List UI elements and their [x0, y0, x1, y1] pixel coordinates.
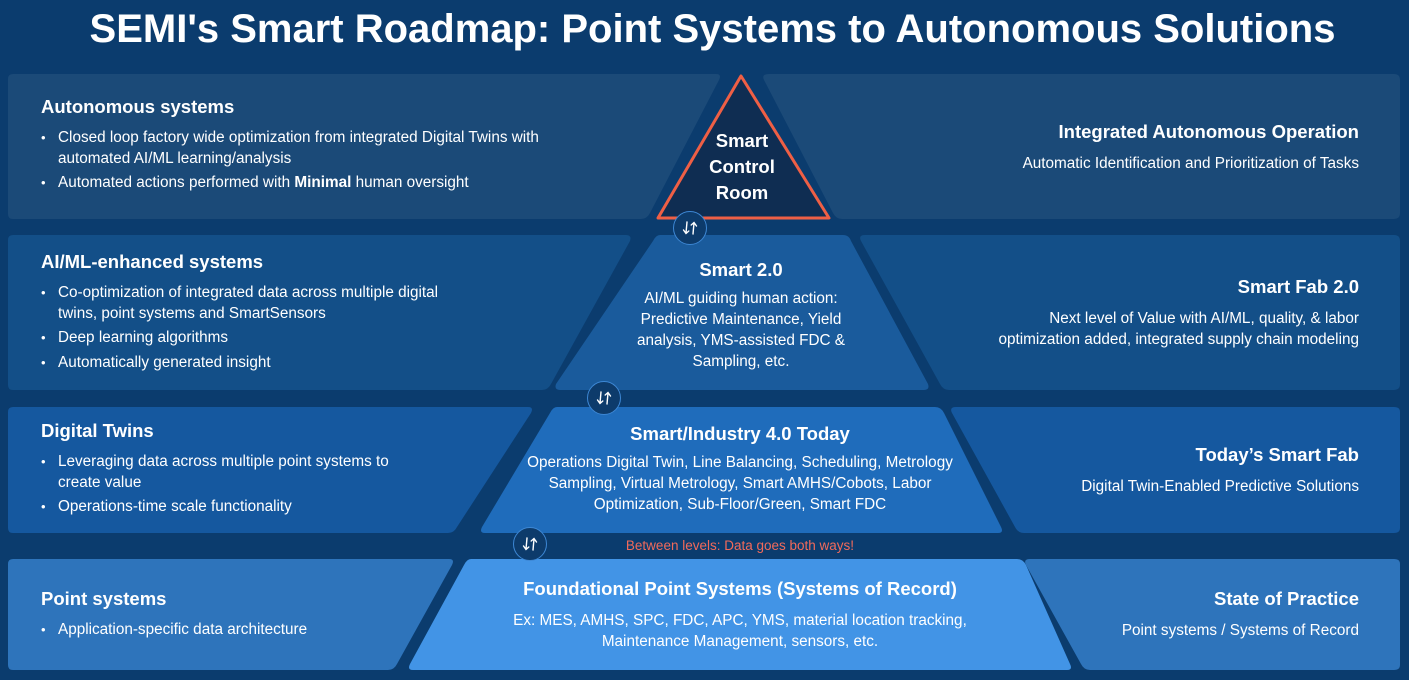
- data-flow-connector-3: [513, 527, 547, 561]
- level1-left-content: Autonomous systems Closed loop factory w…: [41, 96, 611, 198]
- level1-right-panel: [763, 74, 1400, 219]
- data-flow-note: Between levels: Data goes both ways!: [625, 538, 855, 553]
- level1-right-text: Automatic Identification and Prioritizat…: [1022, 155, 1359, 172]
- level2-center-text: AI/ML guiding human action: Predictive M…: [637, 290, 845, 370]
- level3-right-content: Today’s Smart Fab Digital Twin-Enabled P…: [1040, 444, 1359, 497]
- bidirectional-arrows-icon: [596, 391, 612, 405]
- level2-left-heading: AI/ML-enhanced systems: [41, 251, 264, 272]
- level4-center-heading: Foundational Point Systems (Systems of R…: [523, 578, 957, 599]
- level3-bullet: Operations-time scale functionality: [41, 497, 421, 518]
- level3-center-panel: [481, 407, 1002, 533]
- level3-right-heading: Today’s Smart Fab: [1195, 444, 1359, 465]
- level4-bullets: Application-specific data architecture: [41, 620, 381, 641]
- level3-center-text: Operations Digital Twin, Line Balancing,…: [527, 454, 953, 513]
- level4-center-content: Foundational Point Systems (Systems of R…: [480, 578, 1000, 652]
- level2-bullets: Co-optimization of integrated data acros…: [41, 283, 481, 373]
- level1-bullet: Automated actions performed with Minimal…: [41, 173, 611, 194]
- smart-control-room-triangle: [656, 74, 831, 220]
- level3-center-content: Smart/Industry 4.0 Today Operations Digi…: [510, 423, 970, 515]
- level2-bullet: Deep learning algorithms: [41, 328, 481, 349]
- data-flow-connector-1: [673, 211, 707, 245]
- level4-center-panel: [409, 559, 1071, 670]
- level2-center-heading: Smart 2.0: [699, 259, 783, 280]
- bidirectional-arrows-icon: [522, 537, 538, 551]
- level4-right-panel: [1025, 559, 1400, 670]
- apex-line-3: Room: [715, 182, 769, 203]
- level3-center-heading: Smart/Industry 4.0 Today: [630, 423, 850, 444]
- level4-bullet: Application-specific data architecture: [41, 620, 381, 641]
- level1-left-heading: Autonomous systems: [41, 96, 235, 117]
- page-title: SEMI's Smart Roadmap: Point Systems to A…: [89, 7, 1336, 51]
- level3-bullet: Leveraging data across multiple point sy…: [41, 452, 421, 493]
- level3-left-content: Digital Twins Leveraging data across mul…: [41, 420, 421, 522]
- level4-center-text: Ex: MES, AMHS, SPC, FDC, APC, YMS, mater…: [513, 612, 967, 650]
- level4-left-content: Point systems Application-specific data …: [41, 588, 381, 645]
- level3-right-text: Digital Twin-Enabled Predictive Solution…: [1081, 478, 1359, 495]
- level2-center-content: Smart 2.0 AI/ML guiding human action: Pr…: [625, 259, 857, 372]
- level4-right-heading: State of Practice: [1214, 588, 1359, 609]
- level2-left-content: AI/ML-enhanced systems Co-optimization o…: [41, 251, 481, 377]
- level4-left-panel: [8, 559, 453, 670]
- level4-right-text: Point systems / Systems of Record: [1121, 622, 1359, 639]
- level2-bullet: Automatically generated insight: [41, 353, 481, 374]
- level1-bullets: Closed loop factory wide optimization fr…: [41, 128, 611, 194]
- level2-right-content: Smart Fab 2.0 Next level of Value with A…: [990, 276, 1359, 350]
- level1-right-content: Integrated Autonomous Operation Automati…: [900, 121, 1359, 174]
- level1-bullet: Closed loop factory wide optimization fr…: [41, 128, 611, 169]
- level2-right-panel: [860, 235, 1400, 390]
- apex-line-2: Control: [709, 156, 775, 177]
- smart-control-room-label: Smart Control Room: [680, 128, 804, 206]
- level4-right-content: State of Practice Point systems / System…: [1060, 588, 1359, 641]
- bidirectional-arrows-icon: [682, 221, 698, 235]
- level2-right-heading: Smart Fab 2.0: [1237, 276, 1359, 297]
- level3-right-panel: [951, 407, 1400, 533]
- emphasis-text: Minimal: [294, 174, 352, 191]
- level2-center-panel: [555, 235, 929, 390]
- level2-bullet: Co-optimization of integrated data acros…: [41, 283, 481, 324]
- level1-right-heading: Integrated Autonomous Operation: [1058, 121, 1359, 142]
- level2-right-text: Next level of Value with AI/ML, quality,…: [998, 310, 1359, 348]
- level3-bullets: Leveraging data across multiple point sy…: [41, 452, 421, 518]
- apex-line-1: Smart: [715, 130, 769, 151]
- level4-left-heading: Point systems: [41, 588, 167, 609]
- data-flow-connector-2: [587, 381, 621, 415]
- level3-left-heading: Digital Twins: [41, 420, 154, 441]
